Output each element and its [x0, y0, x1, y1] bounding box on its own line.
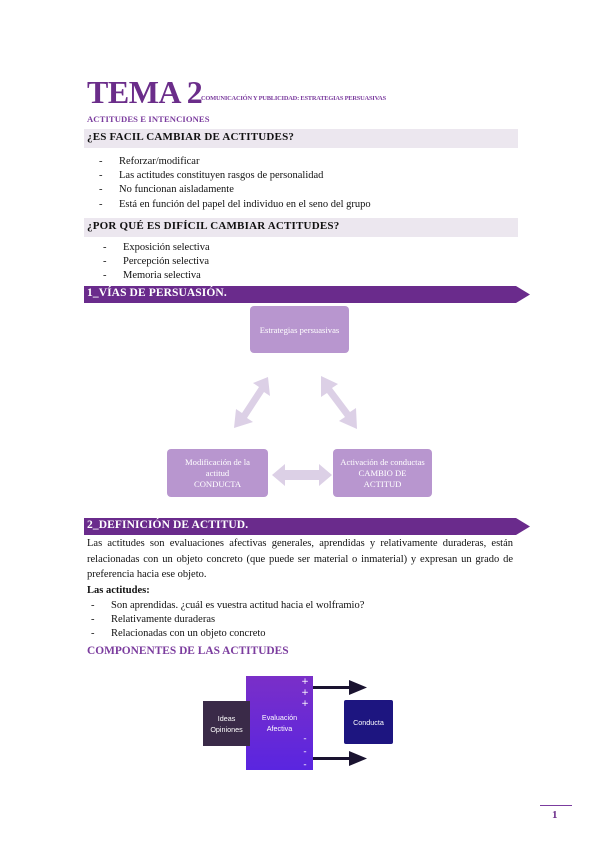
section-2-bar [84, 518, 530, 535]
section-label: ACTITUDES E INTENCIONES [87, 114, 210, 124]
arrow-shaft-bottom [313, 757, 349, 760]
question-2-list: -Exposición selectiva -Percepción select… [103, 241, 210, 284]
box-activacion: Activación de conductas CAMBIO DE ACTITU… [333, 449, 432, 497]
components-heading: COMPONENTES DE LAS ACTITUDES [87, 645, 289, 657]
section-2-heading: 2_DEFINICIÓN DE ACTITUD. [87, 519, 249, 531]
list-item: -Exposición selectiva [103, 242, 210, 253]
question-1-list: -Reforzar/modificar -Las actitudes const… [99, 155, 371, 212]
list-item: -Reforzar/modificar [99, 156, 200, 167]
footer-divider [540, 805, 572, 806]
list-item: -Está en función del papel del individuo… [99, 198, 371, 210]
arrow-head-bottom [349, 751, 367, 766]
list-item: -Relativamente duraderas [91, 614, 216, 626]
definition-paragraph: Las actitudes son evaluaciones afectivas… [87, 538, 513, 581]
list-item: -Las actitudes constituyen rasgos de per… [99, 170, 324, 182]
components-arrows [246, 676, 367, 770]
plus-signs: + + + [301, 677, 309, 709]
list-item: -Memoria selectiva [103, 270, 201, 282]
conducta-box: Conducta [344, 700, 393, 744]
arrow-shaft-top [313, 686, 349, 689]
box-modificacion: Modificación de la actitud CONDUCTA [167, 449, 268, 497]
page-subtitle: COMUNICACIÓN Y PUBLICIDAD: ESTRATEGIAS P… [201, 95, 386, 102]
page-number: 1 [552, 809, 558, 821]
list-item: -Relacionadas con un objeto concreto [91, 628, 266, 640]
arrow-horizontal [272, 464, 332, 486]
minus-signs: - - - [303, 734, 307, 770]
list-item: -Son aprendidas. ¿cuál es vuestra actitu… [91, 600, 365, 611]
section-1-bar [84, 286, 530, 303]
list-item: -Percepción selectiva [103, 256, 209, 268]
list-item: -No funcionan aisladamente [99, 184, 234, 196]
arrow-right-diagonal [321, 376, 357, 429]
evaluation-box: Evaluación Afectiva [261, 713, 298, 733]
box-estrategias: Estrategias persuasivas [250, 306, 349, 353]
question-heading-1: ¿ES FACIL CAMBIAR DE ACTITUDES? [87, 131, 295, 143]
question-bar-2 [84, 218, 518, 237]
section-1-heading: 1_VÍAS DE PERSUASIÓN. [87, 287, 227, 299]
arrow-left-diagonal [234, 377, 270, 428]
arrow-head-top [349, 680, 367, 695]
list-title: Las actitudes: [87, 585, 150, 596]
question-heading-2: ¿POR QUÉ ES DIFÍCIL CAMBIAR ACTITUDES? [87, 220, 340, 232]
cycle-arrows [234, 376, 357, 486]
question-bar-1 [84, 129, 518, 148]
evaluation-box-shape [246, 676, 313, 770]
attitudes-list: -Son aprendidas. ¿cuál es vuestra actitu… [91, 599, 364, 642]
ideas-box: Ideas Opiniones [203, 701, 250, 746]
page-title: TEMA 2 [87, 74, 203, 110]
